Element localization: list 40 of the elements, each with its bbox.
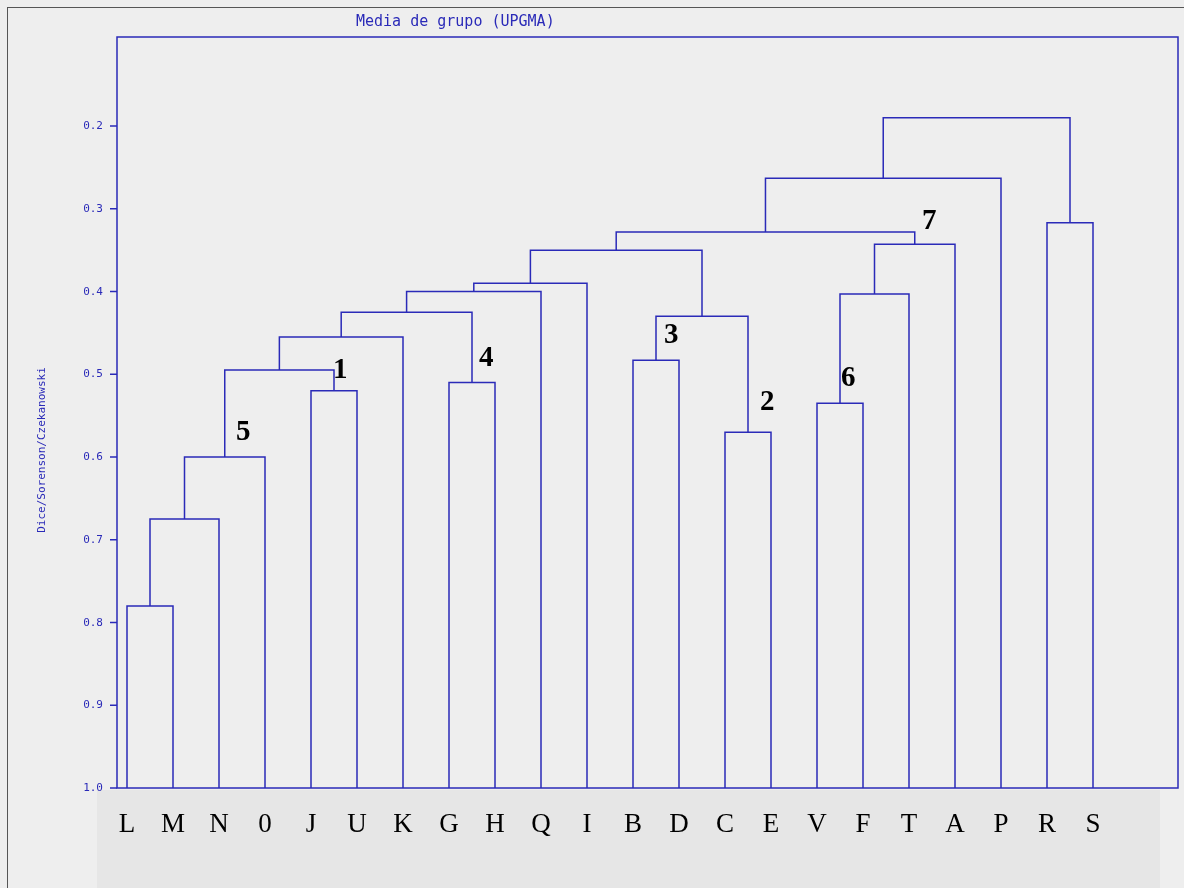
leaf-label: G — [439, 808, 459, 838]
leaf-label: V — [807, 808, 827, 838]
leaf-label: H — [485, 808, 505, 838]
leaf-label: D — [669, 808, 689, 838]
leaf-label: M — [161, 808, 185, 838]
tick-label: 0.9 — [83, 698, 103, 713]
leaf-label: Q — [531, 808, 551, 838]
leaf-label: I — [582, 808, 592, 838]
leaf-label: J — [305, 808, 317, 838]
tick-label: 0.4 — [83, 284, 103, 299]
leaf-label: U — [347, 808, 367, 838]
leaf-label: A — [945, 808, 965, 838]
leaf-label: C — [716, 808, 734, 838]
callout-number: 2 — [760, 385, 775, 415]
tick-label: 0.6 — [83, 450, 103, 464]
leaf-label: B — [624, 808, 642, 838]
tick-label: 1.0 — [83, 781, 103, 795]
axis-title: Dice/Sorenson/Czekanowski — [34, 367, 48, 533]
callout-number: 7 — [922, 204, 937, 234]
callout-number: 4 — [479, 341, 494, 371]
tick-label: 0.8 — [83, 615, 103, 630]
callout-number: 6 — [841, 361, 856, 391]
leaf-label: R — [1038, 808, 1056, 838]
leaf-label: S — [1085, 808, 1101, 838]
tick-label: 0.7 — [83, 532, 103, 547]
tick-label: 0.5 — [83, 367, 103, 382]
leaf-label: P — [993, 808, 1009, 838]
leaf-label: E — [762, 808, 780, 838]
leaf-label: 0 — [258, 808, 272, 838]
callout-number: 3 — [664, 318, 679, 348]
callout-number: 1 — [333, 353, 348, 383]
chart-title: Media de grupo (UPGMA) — [356, 12, 555, 30]
leaf-label: T — [900, 808, 918, 838]
leaf-label: K — [393, 808, 413, 838]
tick-label: 0.2 — [83, 119, 103, 133]
leaf-label: N — [209, 808, 229, 838]
leaf-label: F — [855, 808, 871, 838]
leaf-label: L — [118, 808, 136, 838]
tick-label: 0.3 — [83, 201, 103, 216]
callout-number: 5 — [236, 415, 251, 445]
